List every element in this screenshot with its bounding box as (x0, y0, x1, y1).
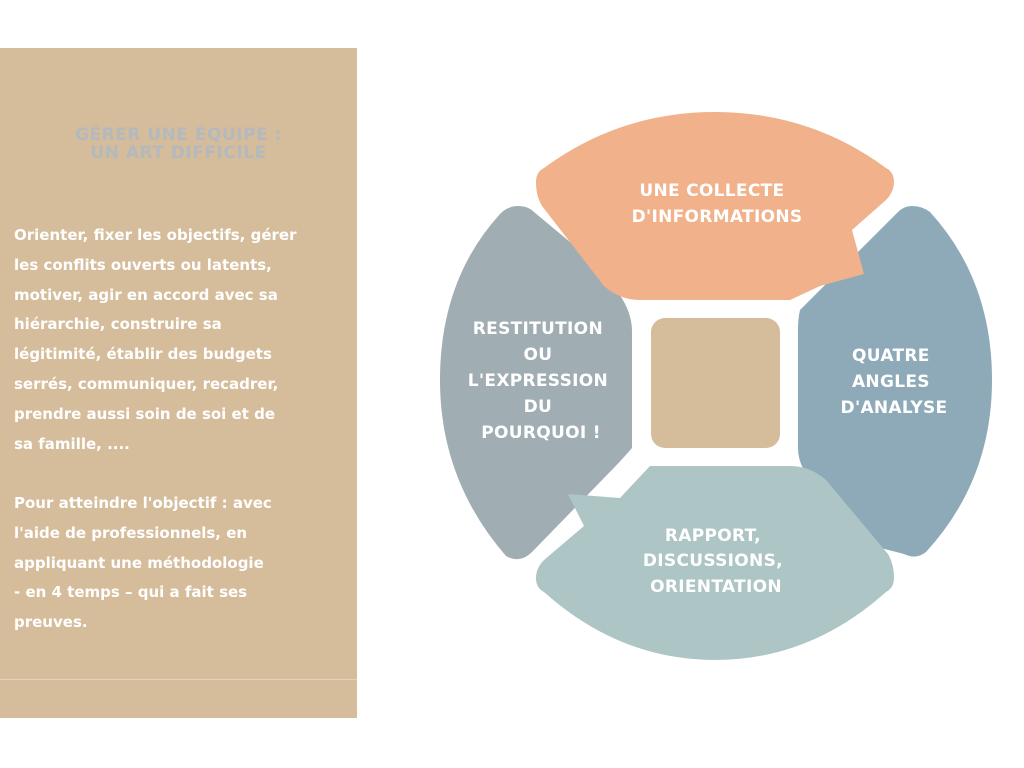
segment-bottom (536, 466, 894, 660)
text-line: motiver, agir en accord avec sa (14, 285, 278, 304)
panel-title: GÉRER UNE ÉQUIPE : UN ART DIFFICILE (0, 126, 357, 162)
text-line: Orienter, fixer les objectifs, gérer (14, 226, 297, 244)
text-line: serrés, communiquer, recadrer, (14, 374, 279, 393)
segment-left (440, 206, 632, 560)
panel-title-line: UN ART DIFFICILE (90, 143, 267, 163)
text-line: les conflits ouverts ou latents, (14, 255, 272, 274)
segment-top (536, 112, 894, 300)
label-left: RESTITUTION OU L'EXPRESSION DU POURQUOI … (468, 319, 614, 443)
text-line: hiérarchie, construire sa (14, 315, 222, 334)
text-line: sa famille, .... (14, 434, 130, 453)
center-square (651, 318, 780, 448)
panel-paragraph-2: Pour atteindre l'objectif : avec l'aide … (14, 489, 319, 638)
text-line: - en 4 temps – qui a fait ses (14, 583, 248, 602)
text-line: prendre aussi soin de soi et de (14, 404, 276, 423)
label-right: QUATRE ANGLES D'ANALYSE (841, 346, 948, 418)
text-line: légitimité, établir des budgets (14, 345, 272, 364)
intro-panel: GÉRER UNE ÉQUIPE : UN ART DIFFICILE Orie… (0, 48, 357, 718)
panel-paragraph-1: Orienter, fixer les objectifs, gérer les… (14, 221, 319, 459)
panel-title-line: GÉRER UNE ÉQUIPE : (75, 125, 282, 145)
label-bottom: RAPPORT, DISCUSSIONS, ORIENTATION (643, 526, 789, 597)
label-top: UNE COLLECTE D'INFORMATIONS (632, 181, 803, 227)
panel-divider (0, 679, 357, 680)
text-line: appliquant une méthodologie (14, 553, 264, 572)
segment-right (798, 206, 992, 557)
text-line: Pour atteindre l'objectif : avec (14, 494, 272, 512)
text-line: preuves. (14, 613, 88, 632)
text-line: l'aide de professionnels, en (14, 523, 248, 542)
